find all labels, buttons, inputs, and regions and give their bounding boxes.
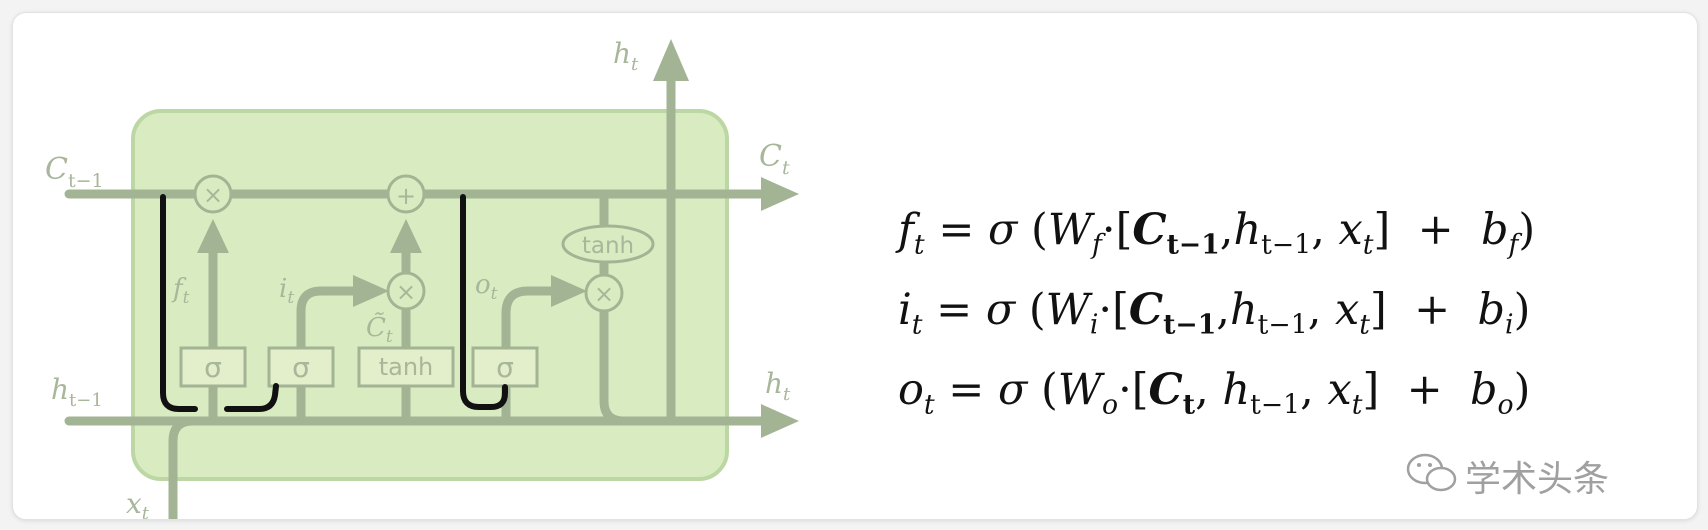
arrowhead-ht-right xyxy=(761,404,799,438)
sigma-forget-label: σ xyxy=(204,351,222,384)
image-card: × + × × tanh σ σ tanh σ Ct−1 Ct ht ht−1 … xyxy=(12,12,1698,520)
equation-forget: ft = σ (Wf·[Ct−1,ht−1, xt] + bf) xyxy=(898,205,1536,261)
h-prev-label: ht−1 xyxy=(51,373,103,411)
tanh-gate-candidate xyxy=(357,346,455,388)
peephole-input xyxy=(224,383,279,412)
wechat-icon xyxy=(1406,453,1457,492)
equation-input: it = σ (Wi·[Ct−1,ht−1, xt] + bi) xyxy=(898,285,1531,341)
arrowhead-candidate xyxy=(390,219,422,253)
sigma-input-label: σ xyxy=(292,351,310,384)
cell-add-symbol: + xyxy=(396,182,416,210)
h-right-label: ht xyxy=(765,367,791,405)
sigma-gate-forget xyxy=(179,346,247,388)
c-out-label: Ct xyxy=(759,139,790,179)
sigma-output-label: σ xyxy=(496,351,514,384)
forget-multiply-op xyxy=(193,174,233,214)
input-gate-line xyxy=(296,286,366,356)
ctilde-label: C̃t xyxy=(366,312,393,347)
watermark-text: 学术头条 xyxy=(1465,459,1610,500)
arrowhead-f xyxy=(197,219,229,253)
tanh-oval-label: tanh xyxy=(582,233,634,259)
i-label: it xyxy=(279,274,294,308)
x-input-label: xt xyxy=(126,487,150,519)
equation-output: ot = σ (Wo·[Ct, ht−1, xt] + bo) xyxy=(898,365,1531,421)
sigma-gate-output xyxy=(471,346,539,388)
arrowhead-ct xyxy=(761,177,799,211)
cell-add-op xyxy=(386,174,426,214)
peephole-output xyxy=(460,194,508,410)
tanh-oval xyxy=(561,224,655,264)
peephole-forget xyxy=(160,194,198,412)
arrowhead-o xyxy=(551,275,587,307)
arrowhead-ht-top xyxy=(653,39,689,81)
sigma-gate-input xyxy=(267,346,335,388)
output-multiply-op xyxy=(584,273,624,313)
forget-multiply-symbol: × xyxy=(203,181,223,209)
c-prev-label: Ct−1 xyxy=(45,152,104,192)
hidden-output-line xyxy=(599,308,629,426)
o-label: ot xyxy=(475,270,498,304)
x-input-line xyxy=(168,416,198,519)
output-multiply-symbol: × xyxy=(594,280,614,308)
input-multiply-op xyxy=(386,271,426,311)
output-gate-line xyxy=(501,286,564,356)
h-top-label: ht xyxy=(613,37,639,75)
arrowhead-i xyxy=(353,275,389,307)
tanh-candidate-label: tanh xyxy=(379,353,434,381)
lstm-diagram: × + × × tanh σ σ tanh σ Ct−1 Ct ht ht−1 … xyxy=(45,37,799,519)
input-multiply-symbol: × xyxy=(396,278,416,306)
